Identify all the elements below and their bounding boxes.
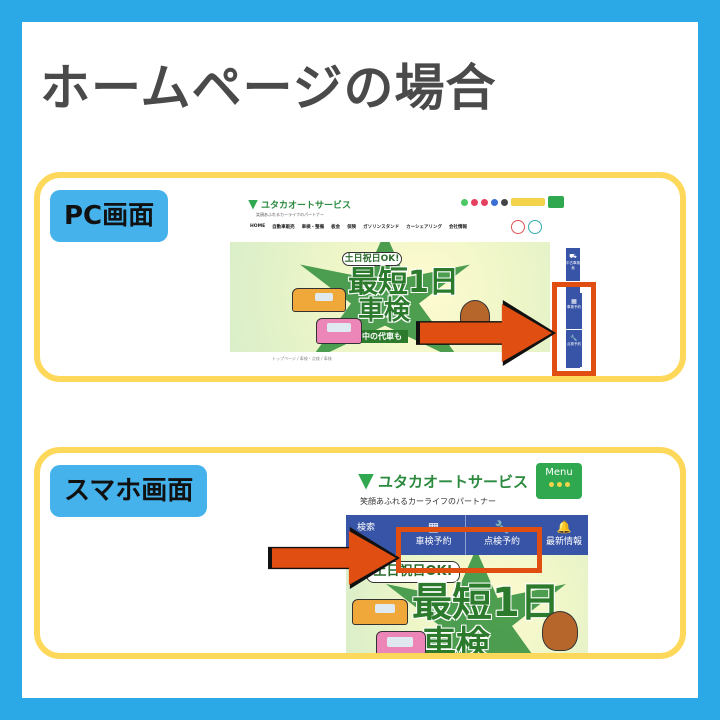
calendar-icon: ▦ — [571, 298, 577, 305]
nav-item[interactable]: カーシェアリング — [406, 225, 442, 230]
sidebar-shaken-reserve[interactable]: ▦ 車検予約 — [566, 293, 582, 330]
menu-dots-icon — [536, 482, 582, 487]
pc-contact-button[interactable] — [511, 198, 545, 206]
bell-icon: 🔔 — [556, 520, 572, 534]
hero-line1: 最短1日 — [348, 265, 459, 300]
pc-nav: HOME 自動車販売 車検・整備 板金 保険 ガソリンスタンド カーシェアリング… — [250, 224, 467, 230]
instagram-icon-2[interactable] — [481, 198, 488, 206]
news-icon[interactable] — [491, 198, 498, 206]
hero-line2: 車検 — [358, 296, 411, 326]
sp-logo-text: ユタカオートサービス — [378, 473, 529, 491]
sp-search-button[interactable]: 検索 — [356, 523, 375, 533]
menu-label: Menu — [545, 467, 573, 478]
car-pink — [316, 318, 362, 344]
pc-highlight-box: ▦ 車検予約 🔧 点検予約 — [552, 282, 596, 376]
logo-icon — [248, 199, 258, 210]
car-orange — [292, 288, 346, 312]
hero-tag: 土日祝日OK! — [342, 252, 402, 266]
pc-sidebar-booking: ▦ 車検予約 🔧 点検予約 — [566, 293, 582, 367]
pc-screenshot: ユタカオートサービス 笑顔あふれるカーライフのパートナー HOME 自動車販売 … — [230, 188, 572, 361]
sp-logo: ユタカオートサービス — [358, 471, 528, 492]
breadcrumb: トップページ / 車検・点検 / 車検 — [272, 356, 332, 361]
nav-item[interactable]: 車検・整備 — [301, 225, 325, 230]
nav-item[interactable]: 自動車販売 — [272, 225, 295, 230]
pc-logo: ユタカオートサービス — [248, 198, 351, 211]
pc-header-icons — [461, 196, 564, 208]
pc-tagline: 笑顔あふれるカーライフのパートナー — [256, 212, 324, 217]
pc-badges — [511, 220, 542, 234]
car-icon: ⛟ — [569, 253, 577, 260]
nav-item[interactable]: 板金 — [331, 225, 341, 230]
wrench-icon: 🔧 — [570, 335, 578, 342]
car-orange — [352, 599, 408, 625]
nav-item[interactable]: HOME — [250, 224, 266, 229]
sp-panel: スマホ画面 ユタカオートサービス 笑顔あふれるカーライフのパートナー Menu … — [34, 447, 686, 659]
badge-icon — [528, 220, 542, 234]
badge-icon — [511, 220, 525, 234]
pc-label: PC画面 — [50, 190, 169, 242]
nav-item[interactable]: 保険 — [347, 225, 357, 230]
pc-logo-text: ユタカオートサービス — [261, 201, 352, 211]
hero-line2: 車検 — [422, 624, 490, 659]
sp-highlight-box — [396, 527, 542, 573]
line-icon[interactable] — [461, 198, 468, 206]
sidebar-used-car-search[interactable]: ⛟ 中古車検索 — [566, 248, 580, 282]
pc-menu-button[interactable] — [548, 196, 564, 208]
instagram-icon[interactable] — [471, 198, 478, 206]
hero-line1: 最短1日 — [412, 580, 560, 626]
car-pink — [376, 631, 426, 653]
phone-icon[interactable] — [501, 198, 508, 206]
nav-item[interactable]: 会社情報 — [449, 225, 467, 230]
sp-menu-button[interactable]: Menu — [536, 463, 582, 499]
mascot — [542, 611, 578, 651]
pc-panel: PC画面 ユタカオートサービス 笑顔あふれるカーライフのパートナー HOME 自… — [34, 172, 686, 382]
sp-tagline: 笑顔あふれるカーライフのパートナー — [360, 497, 496, 506]
sidebar-tenken-reserve[interactable]: 🔧 点検予約 — [567, 335, 581, 346]
pc-hero-banner: 土日祝日OK! 最短1日 車検 作業中の代車も — [230, 242, 550, 352]
sp-news-button[interactable]: 🔔 最新情報 — [540, 515, 588, 555]
sp-label: スマホ画面 — [50, 465, 208, 517]
page-title: ホームページの場合 — [40, 59, 497, 117]
logo-icon — [358, 473, 374, 490]
canvas: ホームページの場合 PC画面 ユタカオートサービス 笑顔あふれるカーライフのパー… — [22, 22, 698, 698]
nav-item[interactable]: ガソリンスタンド — [363, 225, 400, 230]
